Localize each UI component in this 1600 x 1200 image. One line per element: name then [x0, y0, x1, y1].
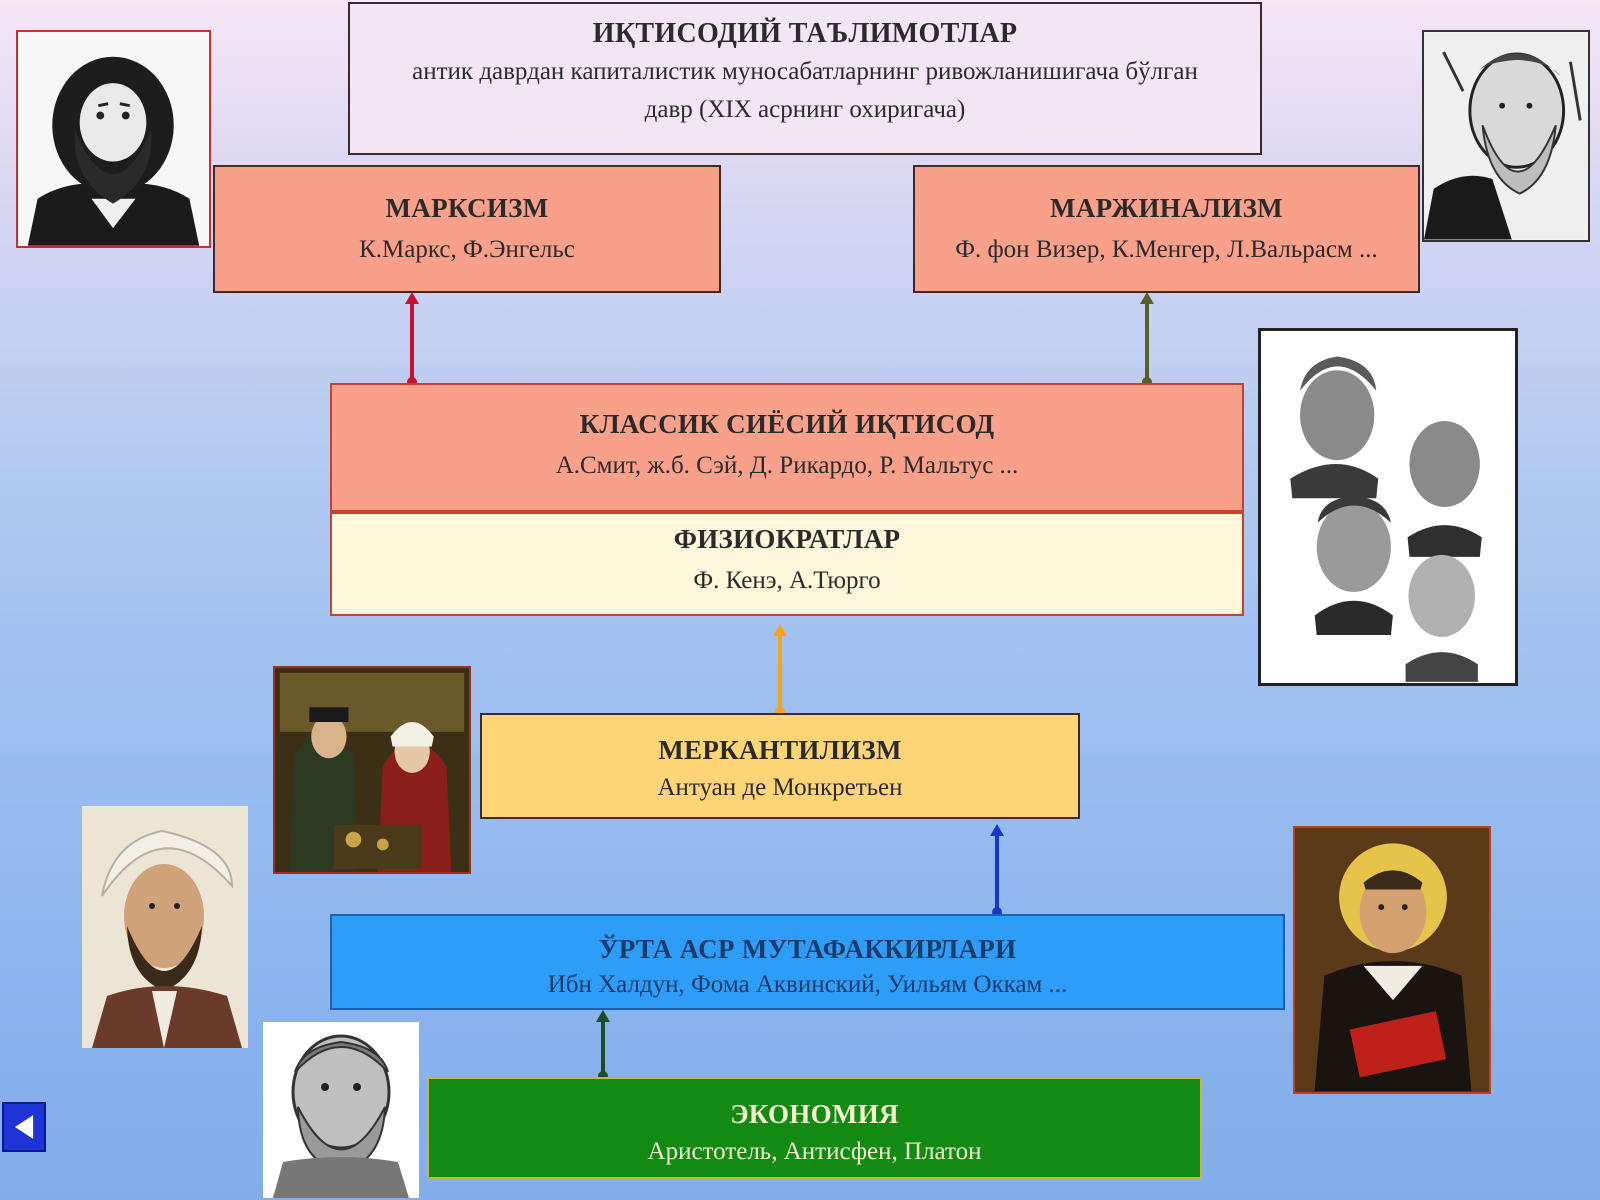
header-title: ИҚТИСОДИЙ ТАЪЛИМОТЛАР [592, 18, 1018, 49]
classical-economists-portrait [1258, 328, 1518, 686]
arrow-classical-to-marxism [405, 292, 419, 387]
arrow-medieval-to-mercantilism [990, 824, 1004, 917]
marginalist-portrait [1422, 30, 1590, 242]
medieval-authors: Ибн Халдун, Фома Аквинский, Уильям Оккам… [547, 971, 1068, 998]
aristotle-bust [263, 1022, 419, 1198]
marginalism-box: МАРЖИНАЛИЗМ Ф. фон Визер, К.Менгер, Л.Ва… [913, 165, 1420, 293]
marx-portrait [16, 30, 211, 248]
mercantilism-title: МЕРКАНТИЛИЗМ [658, 735, 902, 765]
marginalism-authors: Ф. фон Визер, К.Менгер, Л.Вальрасм ... [955, 236, 1378, 263]
economy-title: ЭКОНОМИЯ [730, 1099, 899, 1129]
marxism-authors: К.Маркс, Ф.Энгельс [359, 236, 575, 263]
header-box: ИҚТИСОДИЙ ТАЪЛИМОТЛАР антик даврдан капи… [348, 2, 1262, 155]
mercantilism-box: МЕРКАНТИЛИЗМ Антуан де Монкретьен [480, 713, 1080, 819]
marxism-title: МАРКСИЗМ [385, 193, 549, 223]
back-arrow-icon [14, 1115, 34, 1139]
marxism-box: МАРКСИЗМ К.Маркс, Ф.Энгельс [213, 165, 721, 293]
economy-authors: Аристотель, Антисфен, Платон [647, 1138, 982, 1165]
mercantilist-painting [273, 666, 471, 874]
ibn-khaldun-portrait [82, 806, 248, 1048]
mercantilism-authors: Антуан де Монкретьен [657, 774, 903, 801]
medieval-box: ЎРТА АСР МУТАФАККИРЛАРИ Ибн Халдун, Фома… [330, 914, 1285, 1010]
medieval-title: ЎРТА АСР МУТАФАККИРЛАРИ [598, 934, 1017, 964]
classical-authors: А.Смит, ж.б. Сэй, Д. Рикардо, Р. Мальтус… [555, 452, 1019, 479]
economy-box: ЭКОНОМИЯ Аристотель, Антисфен, Платон [427, 1077, 1202, 1179]
classical-box: КЛАССИК СИЁСИЙ ИҚТИСОД А.Смит, ж.б. Сэй,… [330, 383, 1244, 512]
thomas-aquinas-portrait [1293, 826, 1491, 1094]
arrow-classical-to-marginalism [1140, 292, 1154, 387]
marginalism-title: МАРЖИНАЛИЗМ [1050, 193, 1283, 223]
classical-title: КЛАССИК СИЁСИЙ ИҚТИСОД [579, 409, 995, 439]
arrow-economy-to-medieval [596, 1010, 610, 1081]
physiocrats-title: ФИЗИОКРАТЛАР [673, 524, 901, 554]
header-subtitle-line1: антик даврдан капиталистик муносабатларн… [412, 58, 1198, 85]
back-button[interactable] [2, 1102, 46, 1152]
arrow-mercantilism-to-physiocrats [773, 624, 787, 717]
header-subtitle-line2: давр (XIX асрнинг охиригача) [644, 96, 966, 123]
physiocrats-box: ФИЗИОКРАТЛАР Ф. Кенэ, А.Тюрго [330, 512, 1244, 616]
physiocrats-authors: Ф. Кенэ, А.Тюрго [693, 567, 881, 594]
